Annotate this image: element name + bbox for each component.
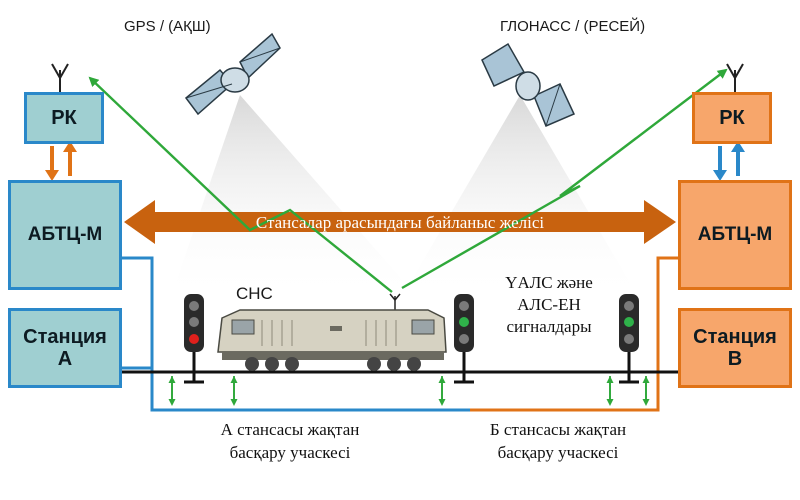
glonass-label: ГЛОНАСС / (РЕСЕЙ) (500, 18, 646, 35)
signals-label: ҮАЛС және АЛС-ЕН сигналдары (484, 272, 614, 338)
right-antenna-icon (726, 63, 744, 92)
signals-label-line3: сигналдары (506, 317, 592, 336)
link-label: Стансалар арасындағы байланыс желісі (255, 213, 545, 232)
signal-left-red-icon (184, 294, 204, 384)
left-abtc-box: АБТЦ-М (8, 180, 122, 290)
gps-beam (170, 95, 420, 300)
gps-label: GPS / (АҚШ) (124, 18, 211, 35)
left-rk-exchange-arrows (45, 141, 77, 181)
train-label: СНС (236, 284, 273, 303)
right-abtc-box: АБТЦ-М (678, 180, 792, 290)
gps-satellite-icon (184, 32, 281, 116)
section-a-line1: А стансасы жақтан (220, 420, 360, 439)
glonass-beam (400, 95, 640, 300)
left-antenna-icon (51, 63, 69, 92)
track-circuit-arrows (168, 376, 650, 406)
section-a-line2: басқару учаскесі (229, 443, 351, 462)
signal-right-green-icon (619, 294, 639, 384)
right-rk-exchange-arrows (713, 141, 745, 181)
signals-label-line2: АЛС-ЕН (517, 295, 581, 314)
signals-label-line1: ҮАЛС және (505, 273, 593, 292)
station-b-box: Станция В (678, 308, 792, 388)
right-rk-box: РК (692, 92, 772, 144)
control-lines (118, 256, 678, 412)
inter-station-link-arrow (124, 200, 676, 244)
glonass-satellite-icon (481, 42, 576, 127)
signal-middle-green-icon (454, 294, 474, 384)
left-rk-box: РК (24, 92, 104, 144)
section-b-line2: басқару учаскесі (497, 443, 619, 462)
section-b-line1: Б стансасы жақтан (489, 420, 627, 439)
gps-link-arrows (88, 68, 728, 293)
section-a-label: А стансасы жақтан басқару учаскесі (180, 418, 400, 464)
section-b-label: Б стансасы жақтан басқару учаскесі (448, 418, 668, 464)
station-a-box: Станция А (8, 308, 122, 388)
locomotive-icon (217, 293, 447, 371)
